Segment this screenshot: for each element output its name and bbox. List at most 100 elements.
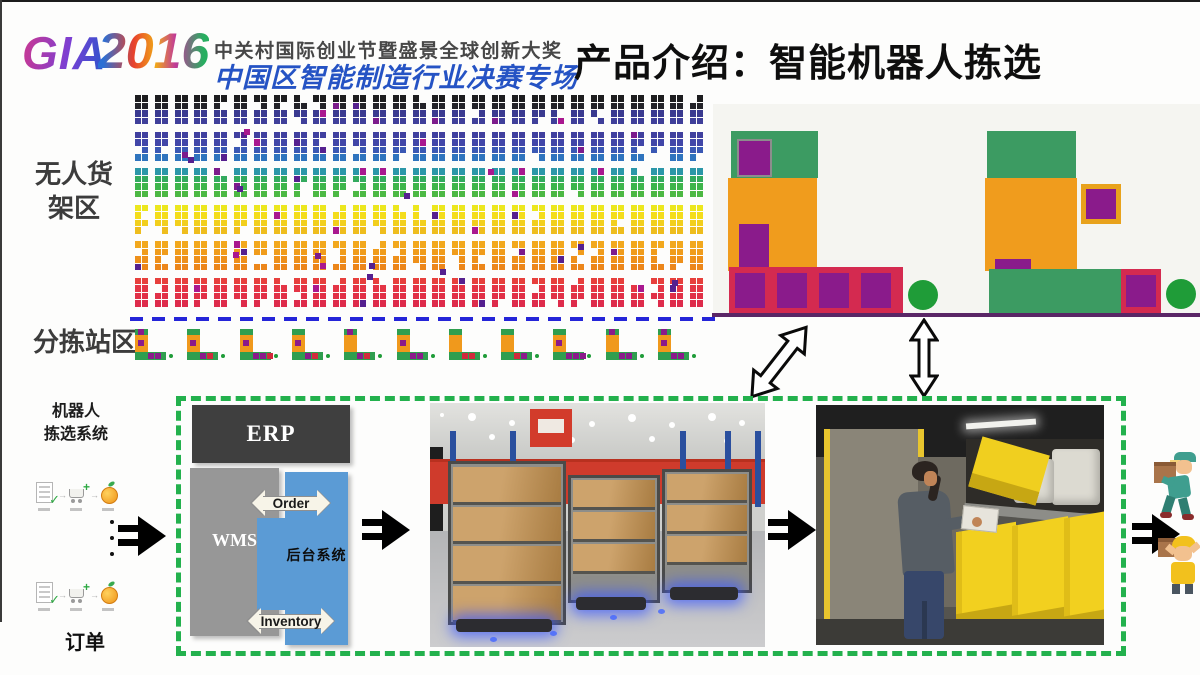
picking-system-label-line1: 机器人 — [51, 403, 100, 420]
shelf-unit — [670, 204, 684, 234]
shelf-unit — [412, 241, 426, 270]
shelf-unit — [154, 131, 168, 161]
shelf-unit — [531, 168, 545, 197]
vertical-link-arrow — [909, 318, 939, 398]
shelf-unit — [650, 168, 664, 197]
shelf-unit — [472, 204, 486, 234]
sorting-station — [135, 329, 181, 362]
robot-dot — [439, 268, 446, 275]
shelf-unit — [333, 168, 347, 197]
photo1-ceiling — [430, 403, 765, 465]
sorting-station — [501, 329, 547, 362]
robot-dot — [368, 262, 375, 269]
photo1-rack-post — [755, 431, 761, 507]
backend-label: 后台系统 — [286, 547, 347, 563]
shelf-unit — [630, 278, 644, 307]
shelf-unit — [372, 241, 386, 270]
photo2-worker-torso — [897, 489, 955, 577]
shelf-unit — [472, 168, 486, 197]
robot-dot — [672, 279, 679, 286]
zone-divider-dashed-line — [130, 317, 716, 321]
station-b-green-marker — [1166, 279, 1196, 309]
shelf-unit — [313, 277, 327, 307]
shelf-unit — [491, 277, 505, 307]
shelf-unit — [591, 241, 605, 270]
shelf-unit — [452, 204, 466, 234]
shelf-unit — [273, 204, 287, 234]
shelf-unit — [472, 241, 486, 270]
shelf-unit — [353, 241, 367, 270]
orders-label: 订单 — [65, 632, 105, 654]
picking-system-label-line2: 拣选系统 — [43, 426, 108, 444]
shelf-unit — [630, 168, 644, 197]
shelf-unit — [650, 204, 664, 234]
shelf-unit — [253, 131, 267, 161]
shelf-unit — [511, 241, 525, 270]
shelf-unit — [174, 168, 188, 197]
shelf-unit — [214, 168, 228, 197]
shelf-unit — [670, 95, 684, 124]
shelf-unit — [154, 95, 168, 124]
shelf-unit — [372, 131, 386, 161]
shelf-unit — [313, 131, 327, 161]
sorting-station — [187, 329, 233, 362]
shelf-unit — [293, 168, 307, 197]
shelf-unit — [253, 95, 267, 124]
shelf-unit — [591, 204, 605, 234]
mini-arrow-icon: → — [58, 590, 67, 600]
shelf-unit — [531, 241, 545, 270]
shelf-unit — [670, 241, 684, 270]
station-b-green-top — [987, 131, 1076, 178]
shelf-unit — [491, 241, 505, 270]
shelf-unit — [253, 204, 267, 234]
shelf-unit — [511, 204, 525, 234]
station-b-base-robot — [1126, 275, 1156, 307]
shelf-unit — [610, 241, 624, 270]
shelf-unit — [690, 277, 704, 307]
shelf-unit — [214, 95, 228, 124]
order-flow-icons-1: ✓ → + → — [36, 480, 122, 518]
shelf-unit — [491, 168, 505, 197]
station-a-base-robot-3 — [819, 273, 849, 308]
photo1-shelf-rack — [662, 469, 752, 593]
station-a-base-robot-2 — [777, 273, 807, 308]
shelf-unit — [432, 95, 446, 124]
station-a-green-marker — [908, 280, 938, 310]
station-b-orange-body — [985, 178, 1077, 271]
mini-arrow-icon: → — [58, 490, 67, 500]
shelf-unit — [452, 277, 466, 307]
shelf-unit — [511, 168, 525, 197]
robot-dot — [187, 157, 194, 164]
shelf-unit — [610, 168, 624, 197]
shelf-unit — [610, 277, 624, 307]
station-b-green-base — [989, 269, 1121, 313]
shelf-unit — [591, 95, 605, 124]
photo-robot-shelves — [430, 403, 765, 647]
shelf-unit — [670, 168, 684, 197]
shelf-unit — [412, 168, 426, 197]
photo1-ceiling-lights — [440, 413, 444, 417]
shelf-unit — [690, 204, 704, 234]
shelf-area-label-line2: 架区 — [47, 192, 100, 223]
station-a-base-robot-1 — [735, 273, 765, 308]
shelf-unit — [214, 277, 228, 307]
shelf-unit — [234, 241, 248, 270]
shelf-unit — [353, 204, 367, 234]
shelf-unit — [571, 168, 585, 197]
shelf-unit — [591, 131, 605, 161]
shelf-unit — [313, 204, 327, 234]
event-name-line1: 中关村国际创业节暨盛景全球创新大奖 — [214, 41, 563, 62]
shelf-area-label-line1: 无人货 — [34, 159, 113, 189]
photo2-worker-hand — [972, 517, 982, 527]
shelf-unit — [174, 95, 188, 124]
photo1-blue-light — [658, 609, 665, 614]
photo1-robot — [576, 597, 646, 610]
shelf-unit — [154, 277, 168, 307]
shelf-unit — [591, 168, 605, 197]
photo1-robot — [670, 587, 738, 600]
zoom-panel-floor-line — [712, 313, 1200, 317]
robot-dot — [182, 152, 189, 159]
shelf-unit — [630, 241, 644, 270]
shelf-unit — [412, 277, 426, 307]
shelf-unit — [135, 277, 148, 307]
